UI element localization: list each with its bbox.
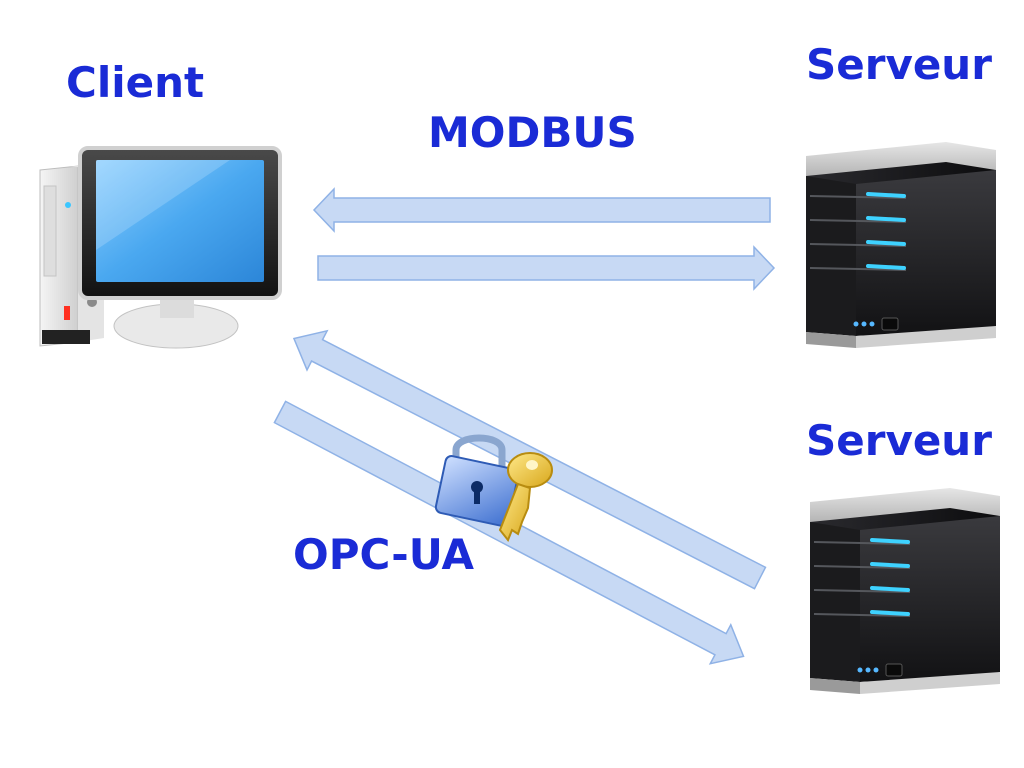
desktop-computer-icon — [39, 146, 282, 349]
opcua-protocol-label: OPC-UA — [293, 530, 475, 579]
modbus-arrow-to-client — [312, 187, 771, 233]
server-tower-icon — [808, 486, 1002, 696]
modbus-arrow-to-server — [317, 245, 776, 291]
key-icon — [498, 452, 553, 542]
modbus-protocol-label: MODBUS — [428, 108, 637, 157]
client-label: Client — [66, 58, 205, 107]
server-label: Serveur — [806, 40, 992, 89]
server-tower-icon — [804, 140, 998, 350]
server-label: Serveur — [806, 416, 992, 465]
